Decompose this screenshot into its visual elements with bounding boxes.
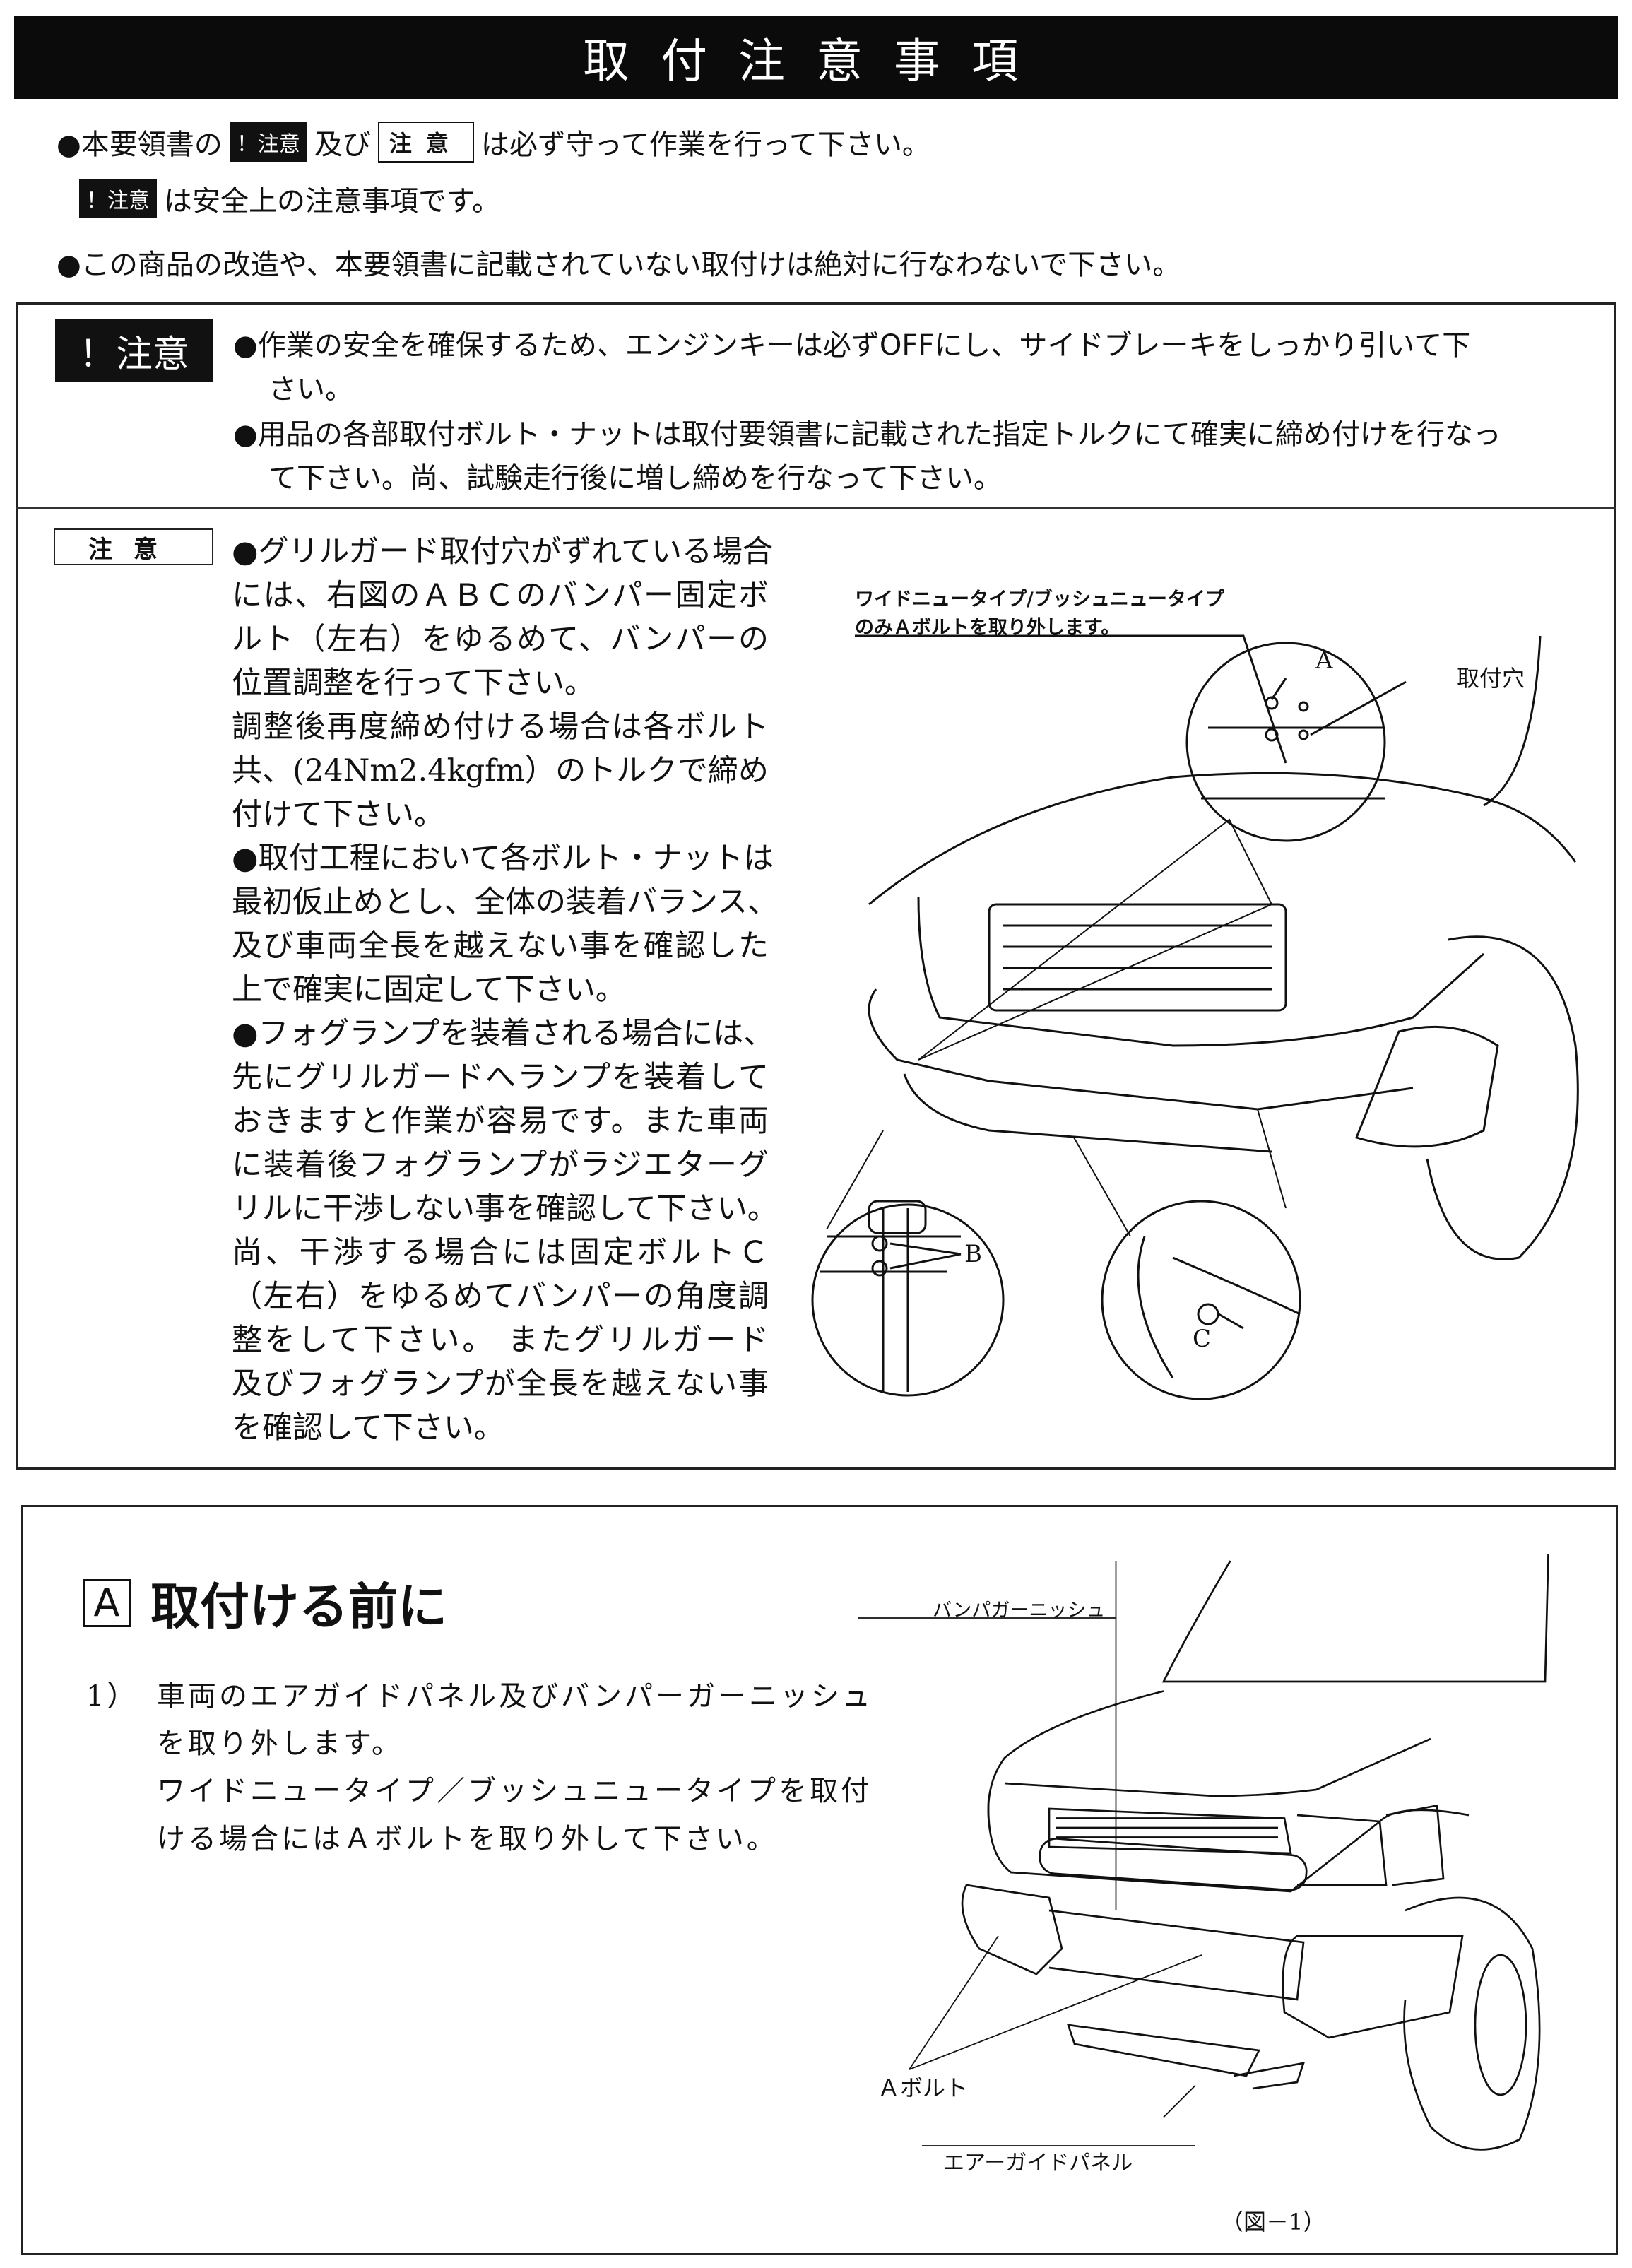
warning-badge: ！注意 [229,122,307,162]
caution-line: 調整後再度締め付ける場合は各ボルト [232,709,769,745]
caution-line: ●取付工程において各ボルト・ナットは [232,841,774,876]
intro-text: は必ず守って作業を行って下さい。 [480,129,930,161]
caution-line: ●フォグランプを装着される場合には、 [232,1016,774,1051]
warning-badge: ！注意 [79,179,157,218]
step-line: を取り外します。 [157,1727,403,1760]
caution-badge: 注意 [377,122,474,163]
label-mounting-hole: 取付穴 [1457,665,1525,692]
label-air-guide-panel: エアーガイドパネル [943,2151,1133,2175]
caution-line: に装着後フォグランプがラジエターグ [232,1147,769,1183]
label-a: A [1315,646,1333,675]
caution-line: 先にグリルガードへランプを装着して [232,1060,769,1095]
caution-line: 共、(24Nm2.4kgfm）のトルクで締め [232,753,769,789]
diagram-note: ワイドニュータイプ/ブッシュニュータイプ [855,589,1224,610]
warning-line: て下さい。尚、試験走行後に増し締めを行なって下さい。 [268,462,1002,495]
intro-line-3: ●この商品の改造や、本要領書に記載されていない取付けは絶対に行なわないで下さい。 [57,249,1181,281]
label-c: C [1193,1325,1212,1353]
caution-line: （左右）をゆるめてバンパーの角度調 [232,1279,769,1314]
intro-text: ●本要領書の [57,129,223,161]
label-a-bolt: Ａボルト [877,2074,969,2101]
caution-line: には、右図のＡＢＣのバンパー固定ボ [232,578,769,613]
label-bumper-garnish: バンパガーニッシュ [933,1600,1106,1622]
warning-line: ●用品の各部取付ボルト・ナットは取付要領書に記載された指定トルクにて確実に締め付… [233,418,1501,451]
section-a-heading: A 取付ける前に [83,1567,447,1638]
caution-line: 及び車両全長を越えない事を確認した [232,928,769,964]
caution-line: リルに干渉しない事を確認して下さい。 [232,1191,778,1227]
caution-line: 最初仮止めとし、全体の装着バランス、 [232,885,779,920]
page-title: 取付注意事項 [583,34,1049,88]
caution-line: ルト（左右）をゆるめて、バンパーの [232,622,769,657]
bumper-bolt-diagram [811,634,1579,1400]
intro-line-1: ●本要領書の ！注意 及び 注意 は必ず守って作業を行って下さい。 [57,122,930,163]
caution-line: 位置調整を行って下さい。 [232,666,595,701]
step-line: 車両のエアガイドパネル及びバンパーガーニッシュ [157,1680,873,1713]
caution-line: を確認して下さい。 [232,1410,504,1446]
caution-line: ●グリルガード取付穴がずれている場合 [232,534,773,569]
caution-text: ●グリルガード取付穴がずれている場合 には、右図のＡＢＣのバンパー固定ボ ルト（… [232,530,779,1450]
intro-text: 及び [314,129,371,161]
diagram-note: のみＡボルトを取り外します。 [855,617,1120,639]
caution-line: 尚、干渉する場合には固定ボルトＣ [232,1235,769,1270]
caution-label: 注意 [54,528,213,565]
section-divider [16,507,1616,509]
page-title-bar: 取付注意事項 [14,16,1618,99]
caution-line: おきますと作業が容易です。また車両 [232,1104,769,1139]
label-b: B [964,1240,982,1268]
caution-line: 付けて下さい。 [232,797,444,832]
intro-text: は安全上の注意事項です。 [164,185,500,218]
precautions-box [16,302,1616,1470]
caution-line: 及びフォグランプが全長を越えない事 [232,1366,769,1402]
caution-line: 整をして下さい。 またグリルガード [232,1323,769,1358]
warning-label: ！注意 [55,319,213,382]
step-number: 1） [86,1680,138,1713]
vehicle-front-diagram [858,1554,1549,2151]
caution-line: 上で確実に固定して下さい。 [232,972,626,1008]
section-letter: A [83,1578,131,1627]
figure-caption: （図－1） [1221,2209,1326,2235]
intro-line-2: ！注意 は安全上の注意事項です。 [79,178,500,219]
step-line: ける場合にはＡボルトを取り外して下さい。 [157,1823,778,1855]
step-line: ワイドニュータイプ／ブッシュニュータイプを取付 [157,1775,872,1807]
warning-line: さい。 [268,373,353,406]
warning-line: ●作業の安全を確保するため、エンジンキーは必ずOFFにし、サイドブレーキをしっか… [233,329,1471,362]
before-install-box [21,1505,1618,2255]
section-title: 取付ける前に [150,1578,447,1636]
